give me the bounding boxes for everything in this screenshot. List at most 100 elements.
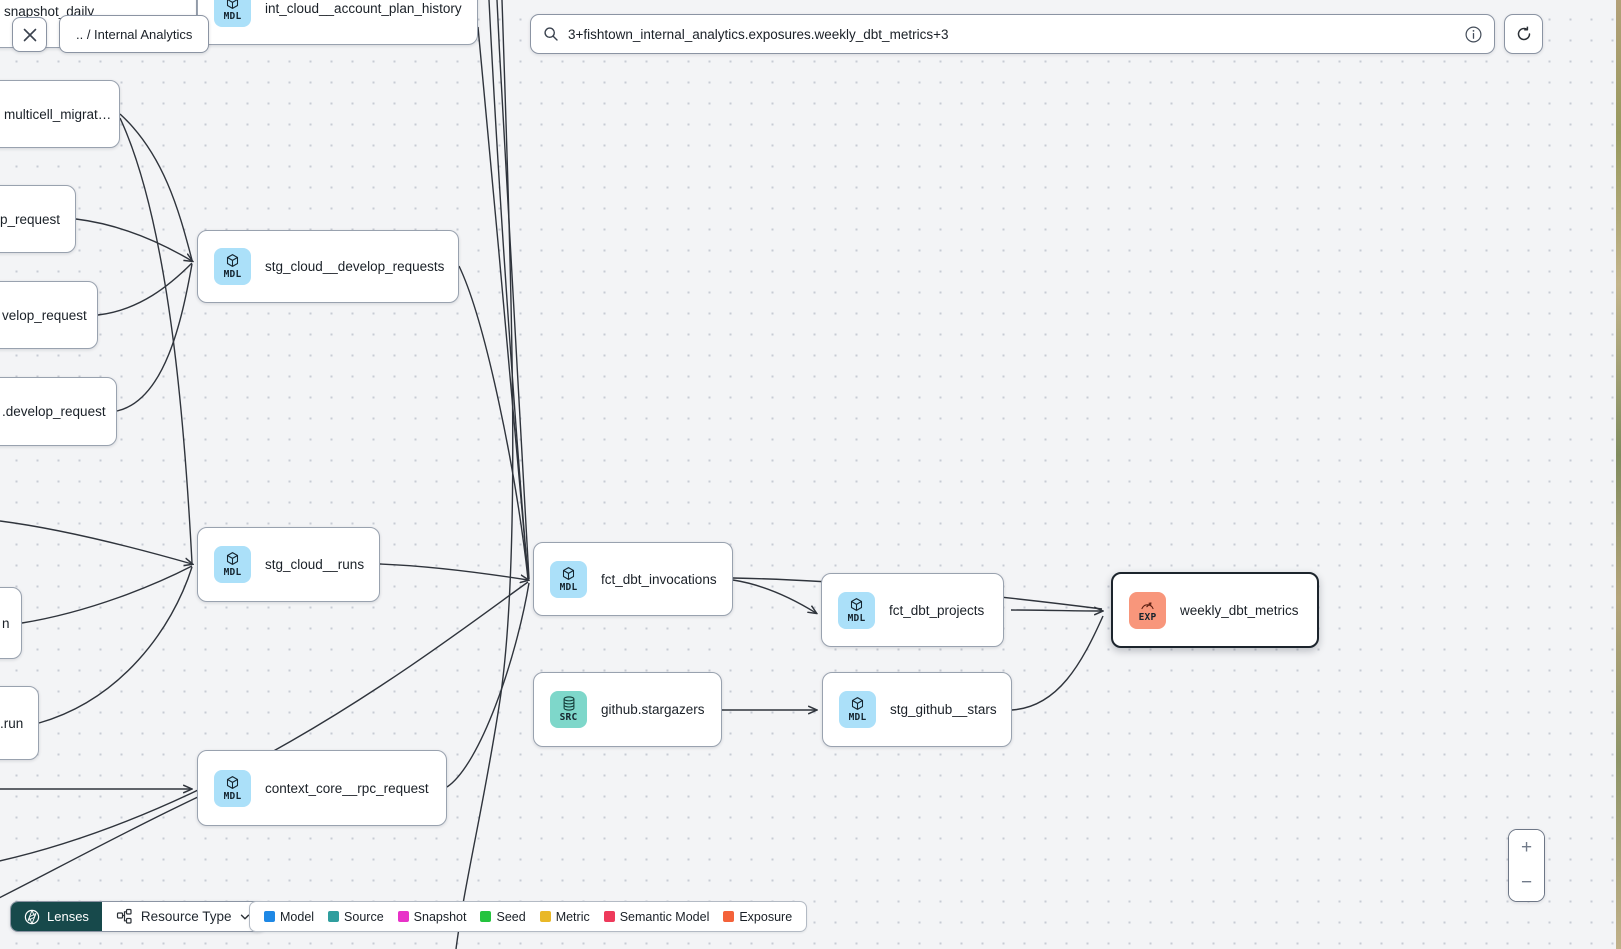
- graph-node-context_rpc[interactable]: MDL context_core__rpc_request: [197, 750, 447, 826]
- cube-icon: [225, 253, 240, 268]
- graph-node-multicell[interactable]: MDLmulticell_migrat…: [0, 80, 120, 148]
- badge-label: MDL: [223, 567, 242, 578]
- cube-badge: MDL: [214, 248, 251, 285]
- cube-badge: MDL: [550, 560, 587, 598]
- breadcrumb[interactable]: .. / Internal Analytics: [59, 15, 210, 53]
- legend-label: Metric: [555, 909, 590, 924]
- graph-node-p_request[interactable]: MDLp_request: [0, 185, 76, 253]
- edge-multicell-to-stg_runs: [119, 117, 193, 564]
- legend-item-metric: Metric: [539, 909, 590, 924]
- zoom-out-button[interactable]: −: [1509, 865, 1544, 901]
- legend-label: Exposure: [739, 909, 793, 924]
- search-input[interactable]: [568, 26, 1456, 42]
- badge-label: SRC: [559, 712, 578, 723]
- legend-item-seed: Seed: [480, 909, 526, 924]
- graph-node-github_stargazers[interactable]: SRC github.stargazers: [533, 672, 722, 747]
- legend-swatch: [328, 911, 340, 922]
- chevron-down-icon: [241, 914, 250, 919]
- database-icon: [562, 696, 576, 711]
- graph-node-run_node[interactable]: MDL.run: [0, 686, 39, 760]
- node-label: velop_request: [2, 307, 87, 323]
- edge-velop_request-to-stg_dev_requests: [97, 262, 193, 316]
- legend-label: Seed: [496, 909, 526, 924]
- edge-context_rpc-to-fct_invocations: [446, 582, 530, 788]
- edge-fct_invocations-to-fct_projects: [732, 579, 816, 613]
- cube-icon: [849, 597, 864, 612]
- legend-swatch: [480, 911, 492, 922]
- node-label: .run: [0, 715, 24, 731]
- edge-develop_request-to-stg_dev_requests: [116, 263, 193, 412]
- search-icon: [544, 27, 558, 41]
- badge-label: MDL: [223, 10, 242, 22]
- graph-node-stg_dev_requests[interactable]: MDL stg_cloud__develop_requests: [197, 230, 459, 303]
- refresh-icon: [1517, 26, 1530, 41]
- graph-node-weekly_metrics[interactable]: EXP weekly_dbt_metrics: [1111, 572, 1319, 648]
- cube-badge: MDL: [214, 546, 251, 583]
- lenses-label: Lenses: [47, 909, 89, 924]
- legend-item-semantic-model: Semantic Model: [603, 910, 709, 924]
- node-label: stg_cloud__runs: [265, 557, 365, 572]
- edge-multicell-to-stg_dev_requests: [119, 113, 193, 261]
- zoom-in-button[interactable]: +: [1509, 830, 1544, 866]
- legend-swatch: [539, 911, 551, 922]
- edge-offscreen-top-3-to-offscreen-bottom: [455, 0, 514, 949]
- lens-aperture-icon: [24, 909, 40, 924]
- legend-label: Snapshot: [413, 909, 467, 924]
- node-label: weekly_dbt_metrics: [1180, 602, 1299, 618]
- legend-swatch: [603, 911, 615, 922]
- edge-offscreen-bottom-left-to-fct_invocations: [0, 581, 529, 862]
- legend-swatch: [397, 911, 409, 922]
- edge-p_request-to-stg_dev_requests: [75, 218, 192, 261]
- cube-icon: [225, 775, 240, 790]
- cube-badge: MDL: [838, 591, 875, 629]
- edge-stg_dev_requests-to-fct_invocations: [458, 265, 529, 580]
- node-label: stg_cloud__develop_requests: [265, 259, 445, 274]
- legend-label: Model: [280, 909, 315, 924]
- zoom-controls: + −: [1508, 829, 1545, 902]
- legend-item-snapshot: Snapshot: [397, 909, 467, 924]
- legend-swatch: [723, 911, 735, 922]
- graph-node-stg_runs[interactable]: MDL stg_cloud__runs: [197, 527, 380, 602]
- node-label: n: [2, 615, 10, 631]
- node-label: p_request: [0, 211, 61, 227]
- edge-n_node-to-stg_runs: [21, 565, 193, 624]
- breadcrumb-label: .. / Internal Analytics: [76, 26, 193, 42]
- node-label: multicell_migrat…: [4, 106, 112, 122]
- node-label: int_cloud__account_plan_history: [265, 0, 462, 16]
- graph-node-velop_request[interactable]: MDLvelop_request: [0, 281, 98, 349]
- badge-label: MDL: [848, 712, 867, 723]
- refresh-button[interactable]: [1504, 14, 1543, 54]
- legend-item-source: Source: [328, 910, 384, 924]
- badge-label: MDL: [223, 790, 242, 802]
- node-label: context_core__rpc_request: [265, 780, 429, 796]
- graph-node-int_cloud[interactable]: MDL int_cloud__account_plan_history: [197, 0, 478, 45]
- cube-icon: [225, 0, 240, 10]
- gauge-icon: [1140, 598, 1155, 611]
- gauge-badge: EXP: [1129, 591, 1166, 629]
- node-label: .develop_request: [2, 404, 106, 419]
- search-bar: [530, 14, 1495, 54]
- info-icon[interactable]: [1465, 25, 1482, 43]
- badge-label: MDL: [847, 612, 866, 624]
- resource-type-legend: Model Source Snapshot Seed Metric Semantic Mo…: [249, 901, 808, 932]
- resource-type-dropdown[interactable]: Resource Type: [101, 902, 266, 931]
- graph-node-develop_request[interactable]: MDL.develop_request: [0, 377, 117, 446]
- lenses-button[interactable]: Lenses: [11, 902, 102, 931]
- cube-badge: MDL: [839, 691, 876, 728]
- graph-node-stg_github_stars[interactable]: MDL stg_github__stars: [822, 672, 1012, 747]
- graph-node-n_node[interactable]: MDLn: [0, 587, 22, 659]
- edge-stg_github_stars-to-weekly_metrics: [1011, 615, 1104, 711]
- cube-icon: [561, 566, 576, 581]
- badge-label: MDL: [559, 581, 578, 593]
- x-icon: [23, 28, 36, 41]
- node-label: stg_github__stars: [890, 702, 997, 717]
- cube-icon: [225, 551, 240, 566]
- cube-badge: MDL: [214, 769, 251, 807]
- close-button[interactable]: [12, 17, 47, 52]
- node-label: github.stargazers: [601, 702, 705, 717]
- badge-label: MDL: [223, 269, 242, 280]
- legend-swatch: [264, 911, 275, 922]
